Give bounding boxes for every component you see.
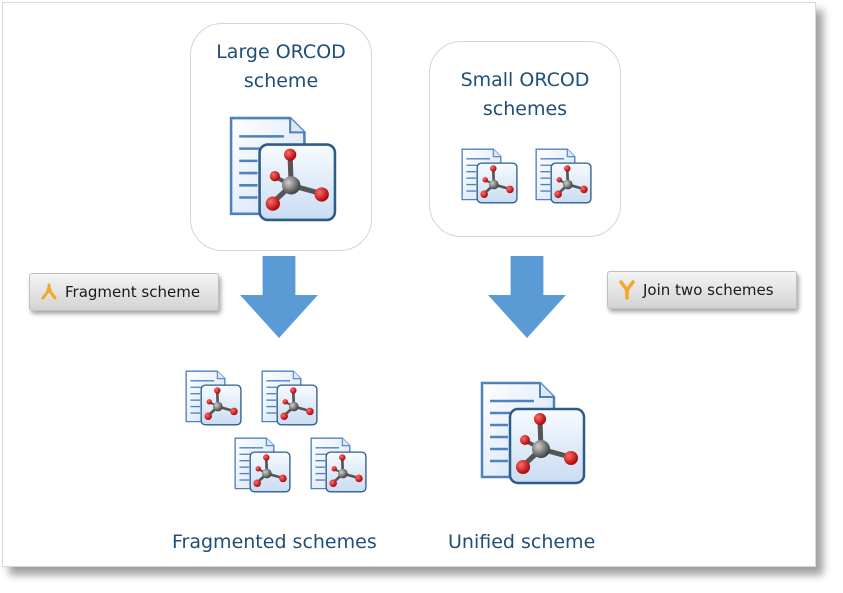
join-two-schemes-label: Join two schemes <box>643 281 774 299</box>
large-scheme-title-line2: scheme <box>243 70 319 92</box>
small-scheme-icon-2 <box>534 148 592 204</box>
diagram-canvas: Large ORCOD scheme Small ORCOD schemes F… <box>2 2 816 567</box>
down-arrow-right <box>488 256 566 338</box>
fragmented-scheme-icon-1 <box>184 370 242 426</box>
fragmented-scheme-icon-4 <box>309 437 367 493</box>
small-scheme-icon-1 <box>460 148 518 204</box>
join-two-schemes-button[interactable]: Join two schemes <box>607 271 797 309</box>
fragment-scheme-button[interactable]: Fragment scheme <box>29 273 219 311</box>
unified-scheme-caption: Unified scheme <box>448 531 596 553</box>
fragment-icon <box>41 283 57 300</box>
small-schemes-box: Small ORCOD schemes <box>429 41 621 237</box>
small-schemes-title-line1: Small ORCOD <box>460 69 590 91</box>
fragment-scheme-label: Fragment scheme <box>65 283 201 301</box>
large-scheme-box: Large ORCOD scheme <box>190 23 372 251</box>
fragmented-scheme-icon-3 <box>233 437 291 493</box>
large-scheme-title-line1: Large ORCOD <box>216 41 346 63</box>
small-schemes-title-line2: schemes <box>482 98 568 120</box>
join-icon <box>619 280 635 300</box>
fragmented-scheme-icon-2 <box>260 370 318 426</box>
down-arrow-left <box>240 256 318 338</box>
large-scheme-icon <box>227 116 337 222</box>
unified-scheme-icon <box>478 381 586 485</box>
fragmented-schemes-caption: Fragmented schemes <box>172 531 377 553</box>
